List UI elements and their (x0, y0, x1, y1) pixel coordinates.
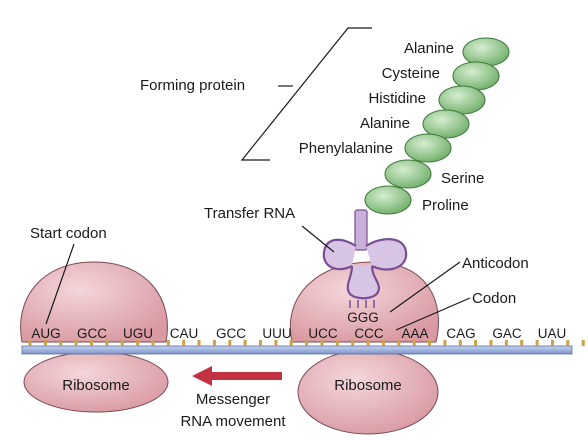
nucleotide-tick (489, 340, 493, 346)
start-codon-pointer (45, 243, 75, 325)
transfer-rna-pointer (301, 225, 335, 253)
nucleotide-tick (197, 340, 201, 346)
nucleotide-tick (504, 340, 508, 346)
anticodon-sequence: GGG (347, 310, 379, 325)
nucleotide-tick (105, 340, 109, 346)
amino-acid-label-5: Phenylalanine (299, 140, 393, 157)
start-codon-label: Start codon (30, 225, 107, 242)
codon-7: UCC (308, 326, 337, 341)
amino-acid-label-2: Cysteine (382, 65, 440, 82)
codon-6: UUU (262, 326, 291, 341)
ribosome-left-label: Ribosome (62, 377, 130, 394)
nucleotide-tick (412, 340, 416, 346)
amino-acid-bead-4 (422, 109, 470, 139)
mrna-movement-label-line2: RNA movement (180, 413, 286, 430)
amino-acid-label-3: Histidine (368, 90, 426, 107)
nucleotide-tick (551, 340, 554, 346)
amino-acid-label-1: Alanine (404, 40, 454, 57)
codon-label: Codon (472, 290, 516, 307)
amino-acid-bead-7 (364, 185, 412, 215)
codon-11: GAC (492, 326, 522, 341)
transfer-rna-molecule (322, 209, 408, 308)
forming-protein-bracket (240, 27, 372, 161)
nucleotide-tick (581, 340, 585, 346)
nucleotide-tick (228, 340, 232, 346)
nucleotide-tick (90, 340, 93, 346)
nucleotide-tick (28, 340, 32, 346)
amino-acid-bead-6 (384, 159, 432, 189)
nucleotide-tick (120, 340, 124, 346)
codon-8: CCC (354, 326, 383, 341)
nucleotide-tick (136, 340, 140, 346)
nucleotide-tick (381, 340, 385, 346)
forming-protein-label: Forming protein (140, 77, 245, 94)
nucleotide-tick (166, 340, 170, 346)
codon-3: UGU (123, 326, 153, 341)
codon-row: AUG GCC UGU CAU GCC UUU UCC CCC AAA CAG … (31, 326, 566, 341)
nucleotide-tick (428, 340, 431, 346)
nucleotide-tick (474, 340, 478, 346)
ribosome-right-label: Ribosome (334, 377, 402, 394)
nucleotide-tick (289, 340, 293, 346)
nucleotide-tick (397, 340, 401, 346)
codon-pointer (395, 297, 471, 331)
nucleotide-tick (458, 340, 462, 346)
nucleotide-tick (43, 340, 47, 346)
protein-chain (364, 37, 510, 215)
mrna-movement-arrow (192, 366, 282, 386)
nucleotide-tick (274, 340, 278, 346)
nucleotide-tick (566, 340, 570, 346)
nucleotide-ticks (28, 340, 585, 346)
amino-acid-label-7: Proline (422, 197, 469, 214)
mrna-movement-label-line1: Messenger (196, 391, 270, 408)
nucleotide-tick (366, 340, 370, 346)
codon-5: GCC (216, 326, 246, 341)
anticodon-pointer (389, 261, 461, 313)
nucleotide-tick (305, 340, 309, 346)
amino-acid-bead-5 (404, 133, 452, 163)
amino-acid-bead-1 (462, 37, 510, 67)
mrna-strand (21, 345, 573, 355)
codon-4: CAU (170, 326, 199, 341)
nucleotide-tick (259, 340, 262, 346)
anticodon-label: Anticodon (462, 255, 529, 272)
nucleotide-tick (243, 340, 247, 346)
transfer-rna-label: Transfer RNA (204, 205, 295, 222)
amino-acid-label-6: Serine (441, 170, 484, 187)
codon-12: UAU (538, 326, 567, 341)
nucleotide-tick (212, 340, 216, 346)
codon-1: AUG (31, 326, 60, 341)
nucleotide-tick (320, 340, 324, 346)
nucleotide-tick (335, 340, 339, 346)
nucleotide-tick (351, 340, 355, 346)
nucleotide-tick (443, 340, 447, 346)
nucleotide-tick (535, 340, 539, 346)
nucleotide-tick (59, 340, 63, 346)
codon-9: AAA (401, 326, 428, 341)
nucleotide-tick (182, 340, 186, 346)
amino-acid-label-4: Alanine (360, 115, 410, 132)
codon-10: CAG (446, 326, 475, 341)
nucleotide-tick (74, 340, 78, 346)
nucleotide-tick (151, 340, 155, 346)
nucleotide-tick (520, 340, 524, 346)
ribosome-left-large-subunit (20, 261, 168, 343)
codon-2: GCC (77, 326, 107, 341)
